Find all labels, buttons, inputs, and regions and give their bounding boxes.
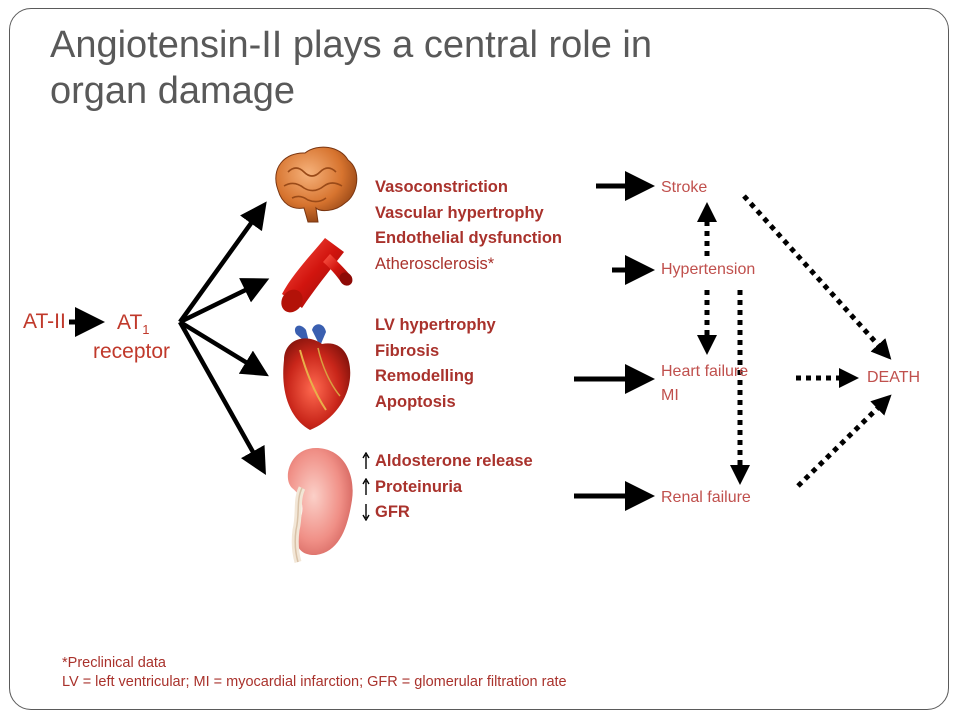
arrow-to-heart (178, 320, 269, 377)
effect-aldosterone-release: Aldosterone release (375, 452, 533, 470)
slide-frame (9, 8, 949, 710)
effect-gfr: GFR (375, 503, 410, 521)
arrow-to-artery (179, 278, 270, 325)
outcome-renal-failure: Renal failure (661, 489, 751, 506)
slide-title: Angiotensin-II plays a central role in o… (50, 24, 652, 112)
cardiac-effects: LV hypertrophy Fibrosis Remodelling Apop… (375, 313, 496, 415)
up-arrow-icon (362, 452, 370, 469)
effect-apoptosis: Apoptosis (375, 392, 456, 411)
ang-ii-label: AT-II (23, 310, 66, 333)
effect-atherosclerosis: Atherosclerosis* (375, 254, 495, 273)
outcome-heart-failure: Heart failure (661, 363, 749, 380)
outcome-death: DEATH (867, 369, 921, 386)
effect-remodelling: Remodelling (375, 367, 475, 385)
effect-endothelial-dysfunction: Endothelial dysfunction (375, 229, 563, 247)
effect-vascular-hypertrophy: Vascular hypertrophy (375, 203, 544, 222)
heart-icon (283, 324, 351, 430)
footnote: *Preclinical data LV = left ventricular;… (62, 654, 567, 692)
vascular-effects: Vasoconstriction Vascular hypertrophy En… (375, 175, 562, 277)
effect-vasoconstriction: Vasoconstriction (375, 178, 508, 196)
footnote-abbreviations: LV = left ventricular; MI = myocardial i… (62, 674, 567, 690)
arrow-to-brain (178, 201, 267, 324)
effect-gfr-row: GFR (362, 500, 533, 526)
effect-fibrosis: Fibrosis (375, 341, 440, 360)
artery-icon (281, 238, 353, 313)
outcome-hypertension: Hypertension (661, 261, 756, 278)
dotted-stroke-to-death (742, 194, 892, 360)
footnote-preclinical: *Preclinical data (62, 655, 166, 671)
dotted-renal-failure-to-death (796, 394, 892, 488)
outcome-stroke: Stroke (661, 179, 708, 196)
down-arrow-icon (362, 504, 370, 521)
arrow-to-kidney (178, 320, 266, 476)
effect-aldosterone-row: Aldosterone release (362, 449, 533, 475)
receptor-label: receptor (93, 340, 171, 363)
at1-subscript: 1 (142, 322, 150, 338)
effect-lv-hypertrophy: LV hypertrophy (375, 316, 496, 334)
effect-proteinuria: Proteinuria (375, 477, 463, 496)
up-arrow-icon (362, 477, 370, 495)
at1-receptor-label: AT1 (117, 310, 150, 343)
renal-effects: Aldosterone release Proteinuria GFR (362, 449, 533, 526)
outcome-mi: MI (661, 387, 679, 404)
kidney-icon (287, 448, 353, 563)
at1-text: AT (117, 311, 143, 334)
brain-icon (275, 146, 358, 223)
effect-proteinuria-row: Proteinuria (362, 475, 533, 501)
